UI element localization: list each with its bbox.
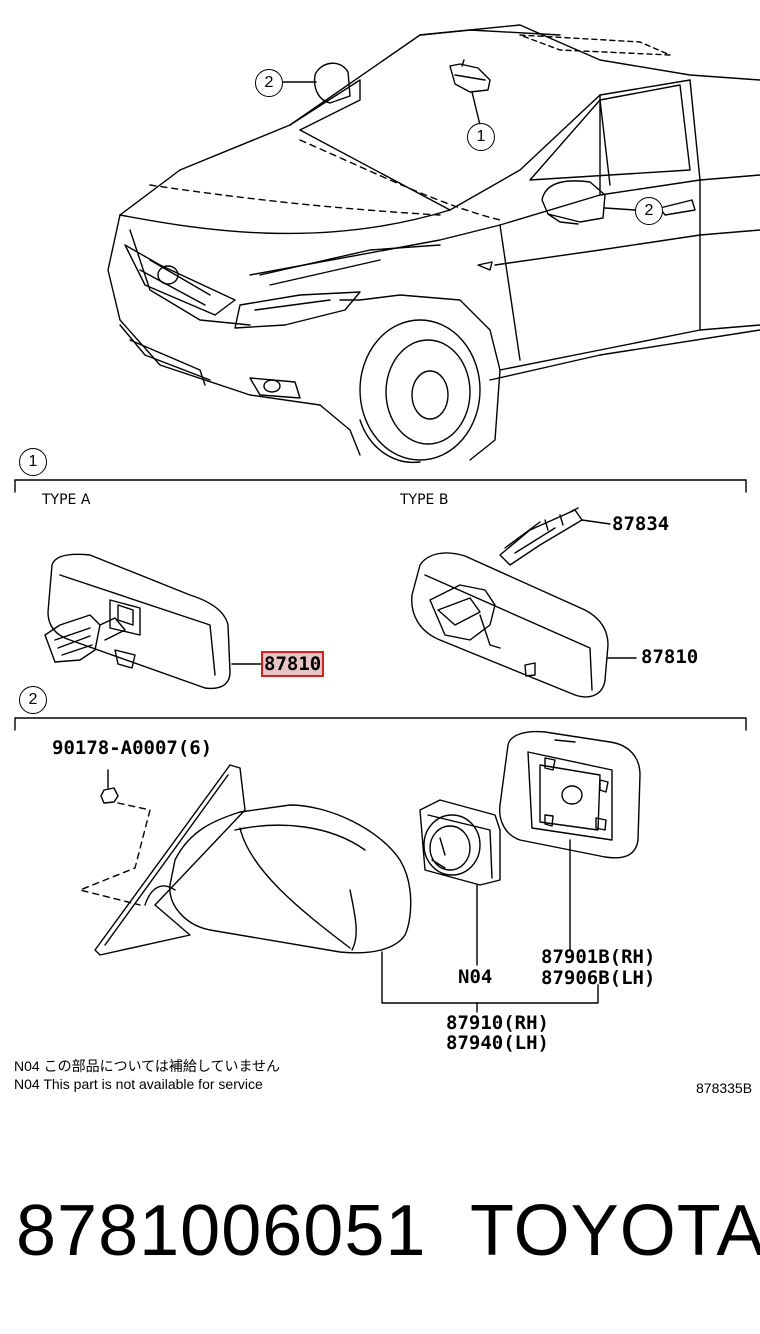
section-2-callout: 2 (19, 686, 47, 714)
part-87901b-rh[interactable]: 87901B(RH) (541, 946, 656, 968)
section-1-frame (14, 479, 747, 493)
rearview-mirror-type-b (411, 507, 637, 698)
car-illustration (107, 24, 760, 464)
footer-part-number: 8781006051 (16, 1191, 427, 1271)
code-n04: N04 (458, 966, 493, 988)
callout-1-car: 1 (467, 123, 495, 151)
part-87940-lh[interactable]: 87940(LH) (446, 1032, 549, 1054)
part-90178[interactable]: 90178-A0007(6) (52, 737, 213, 759)
outer-mirror-assembly (79, 730, 641, 1013)
part-87834[interactable]: 87834 (612, 513, 670, 535)
figure-code: 878335B (696, 1080, 753, 1096)
rearview-mirror-type-a (44, 553, 263, 690)
callout-2-right: 2 (635, 197, 663, 225)
section-1-callout: 1 (19, 448, 47, 476)
footer-brand: TOYOTA (470, 1191, 760, 1271)
part-87810-type-b[interactable]: 87810 (641, 646, 699, 668)
note-english: N04 This part is not available for servi… (14, 1076, 263, 1092)
part-87910-rh[interactable]: 87910(RH) (446, 1012, 549, 1034)
type-b-label: TYPE B (400, 492, 449, 508)
part-87906b-lh[interactable]: 87906B(LH) (541, 967, 656, 989)
type-a-label: TYPE A (42, 492, 91, 508)
section-2-frame (14, 717, 747, 731)
part-87810-type-a-highlighted[interactable]: 87810 (260, 651, 325, 677)
callout-2-left: 2 (255, 69, 283, 97)
note-japanese: N04 この部品については補給していません (14, 1058, 281, 1074)
